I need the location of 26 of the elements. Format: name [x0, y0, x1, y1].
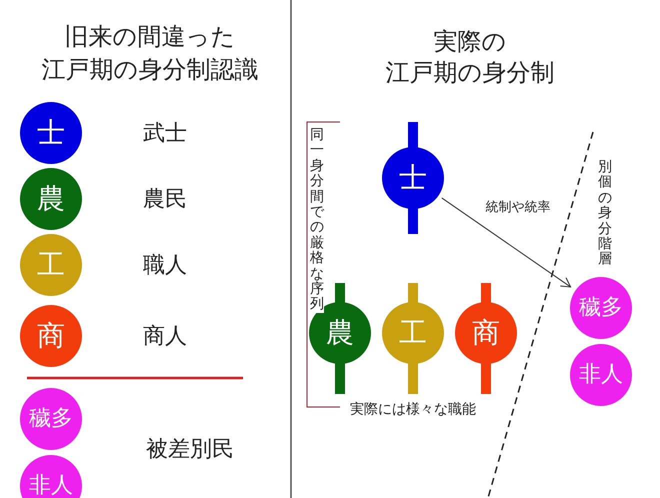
class-character: 工: [37, 251, 65, 279]
class-character: 穢多: [579, 297, 623, 319]
class-character: 農: [37, 185, 65, 213]
heading: 江戸期の身分制認識: [42, 56, 258, 84]
class-character: 士: [37, 119, 65, 147]
class-character: 非人: [29, 475, 73, 497]
class-character: 非人: [579, 364, 623, 386]
arrow: [441, 197, 572, 288]
heading: 実際の: [434, 28, 506, 56]
edge-label: 統制や統率: [484, 198, 552, 216]
heading: 旧来の間違った: [64, 22, 236, 52]
class-character: 工: [399, 319, 427, 347]
class-character: 農: [326, 319, 354, 347]
class-character: 商: [37, 322, 65, 350]
class-name: 武士: [143, 120, 187, 148]
class-name: 農民: [143, 186, 187, 214]
bracket-note: 実際には様々な職能: [350, 402, 476, 418]
class-character: 士: [399, 164, 427, 192]
class-name: 商人: [143, 323, 187, 351]
vertical-note: 同一身分間での厳格な序列: [310, 128, 324, 313]
class-character: 穢多: [29, 408, 73, 430]
vertical-note: 別個の身分階層: [598, 160, 612, 268]
class-name: 職人: [143, 252, 187, 280]
group-label: 被差別民: [146, 436, 234, 464]
class-character: 商: [472, 319, 500, 347]
heading: 江戸期の身分制: [386, 58, 554, 88]
